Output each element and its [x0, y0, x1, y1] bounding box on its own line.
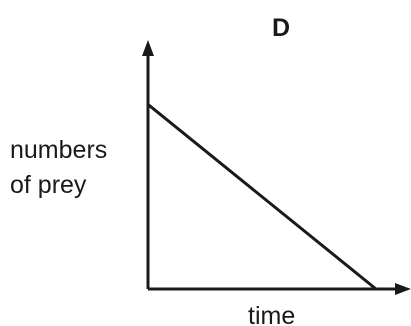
- series-line-0: [147, 103, 377, 291]
- y-axis-arrowhead: [142, 40, 154, 56]
- x-axis-label: time: [248, 302, 295, 326]
- y-axis-label-line-1: numbers: [10, 136, 107, 164]
- chart-title: D: [272, 14, 290, 42]
- axes: [142, 40, 411, 295]
- y-axis-label-line-2: of prey: [10, 171, 87, 199]
- series-layer: [147, 103, 377, 291]
- x-axis-arrowhead: [395, 283, 411, 295]
